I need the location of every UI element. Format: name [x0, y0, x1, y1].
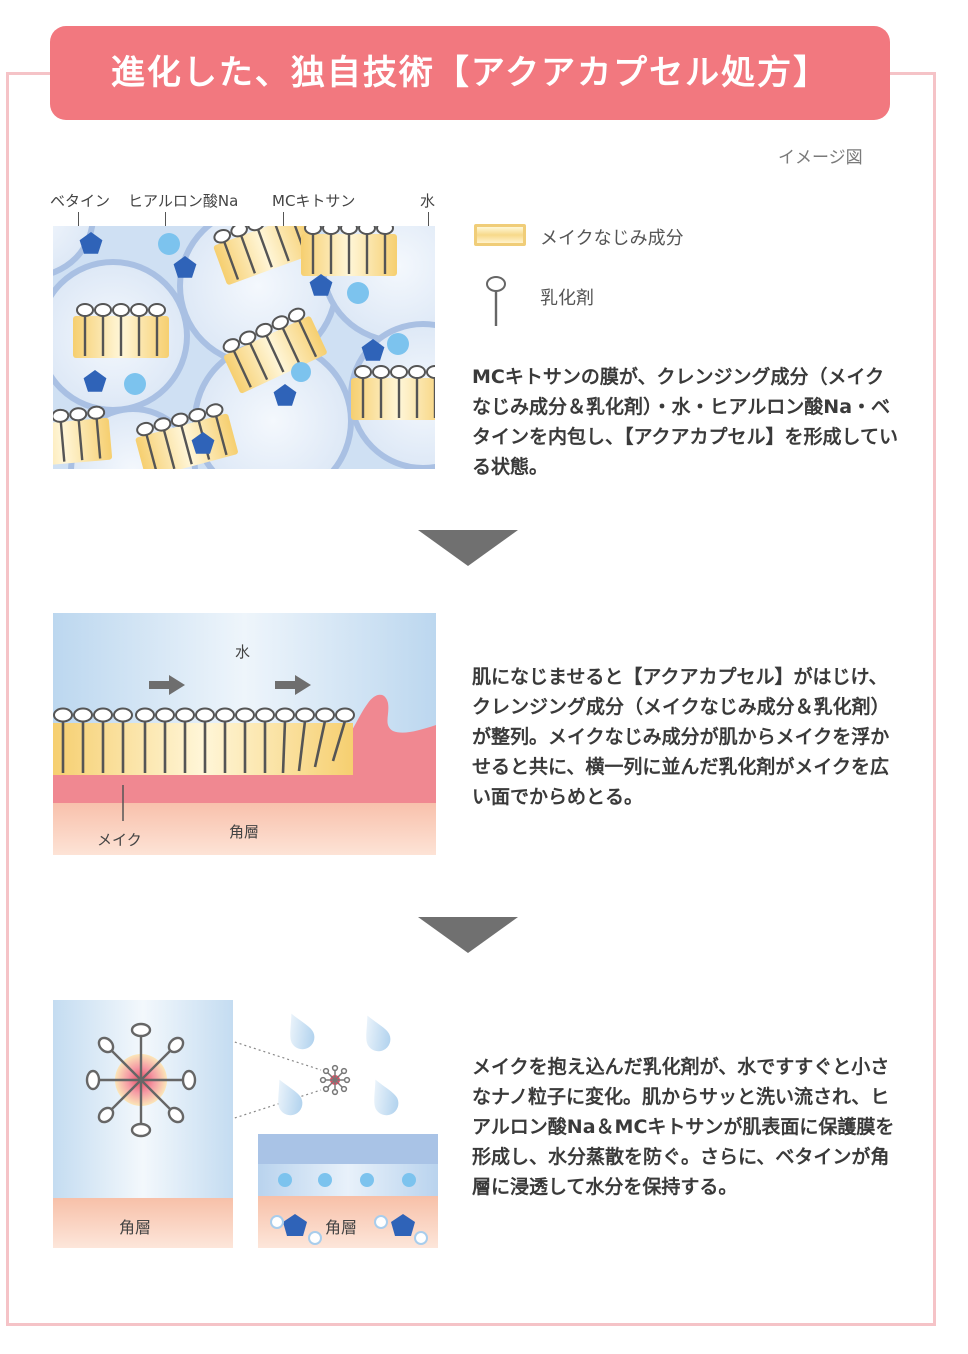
emulsifier-icon — [486, 276, 506, 326]
title-banner: 進化した、独自技術【アクアカプセル処方】 — [50, 26, 890, 120]
step3-description: メイクを抱え込んだ乳化剤が、水ですすぐと小さなナノ粒子に変化。肌からサッと洗い流… — [472, 1056, 895, 1198]
capsule-illustration — [53, 226, 435, 469]
step1-description: MCキトサンの膜が、クレンジング成分（メイクなじみ成分＆乳化剤）・水・ヒアルロン… — [472, 366, 898, 478]
legend-emulsifier: 乳化剤 — [540, 288, 594, 309]
makeup-component-swatch — [474, 224, 526, 246]
label-water: 水 — [235, 643, 251, 661]
label-hyaluronic: ヒアルロン酸Na — [128, 192, 239, 210]
alignment-illustration: 水 メイク 角層 — [53, 613, 436, 855]
down-arrow-icon — [418, 917, 518, 953]
down-arrow-icon — [418, 530, 518, 566]
page-title: 進化した、独自技術【アクアカプセル処方】 — [110, 53, 830, 93]
label-pointer — [165, 212, 166, 238]
label-stratum: 角層 — [119, 1218, 152, 1237]
image-caption: イメージ図 — [778, 148, 863, 168]
label-water: 水 — [420, 192, 436, 210]
label-chitosan: MCキトサン — [272, 192, 356, 210]
step2-description: 肌になじませると【アクアカプセル】がはじけ、クレンジング成分（メイクなじみ成分＆… — [472, 666, 890, 808]
legend-makeup-component: メイクなじみ成分 — [540, 228, 684, 249]
rinse-illustration: 角層 — [233, 1000, 438, 1248]
nanoparticle-illustration: 角層 — [53, 1000, 233, 1248]
label-stratum: 角層 — [325, 1218, 358, 1237]
label-stratum: 角層 — [229, 823, 260, 841]
label-betaine: ベタイン — [50, 192, 111, 210]
label-makeup: メイク — [97, 831, 142, 849]
label-pointer — [78, 212, 79, 238]
